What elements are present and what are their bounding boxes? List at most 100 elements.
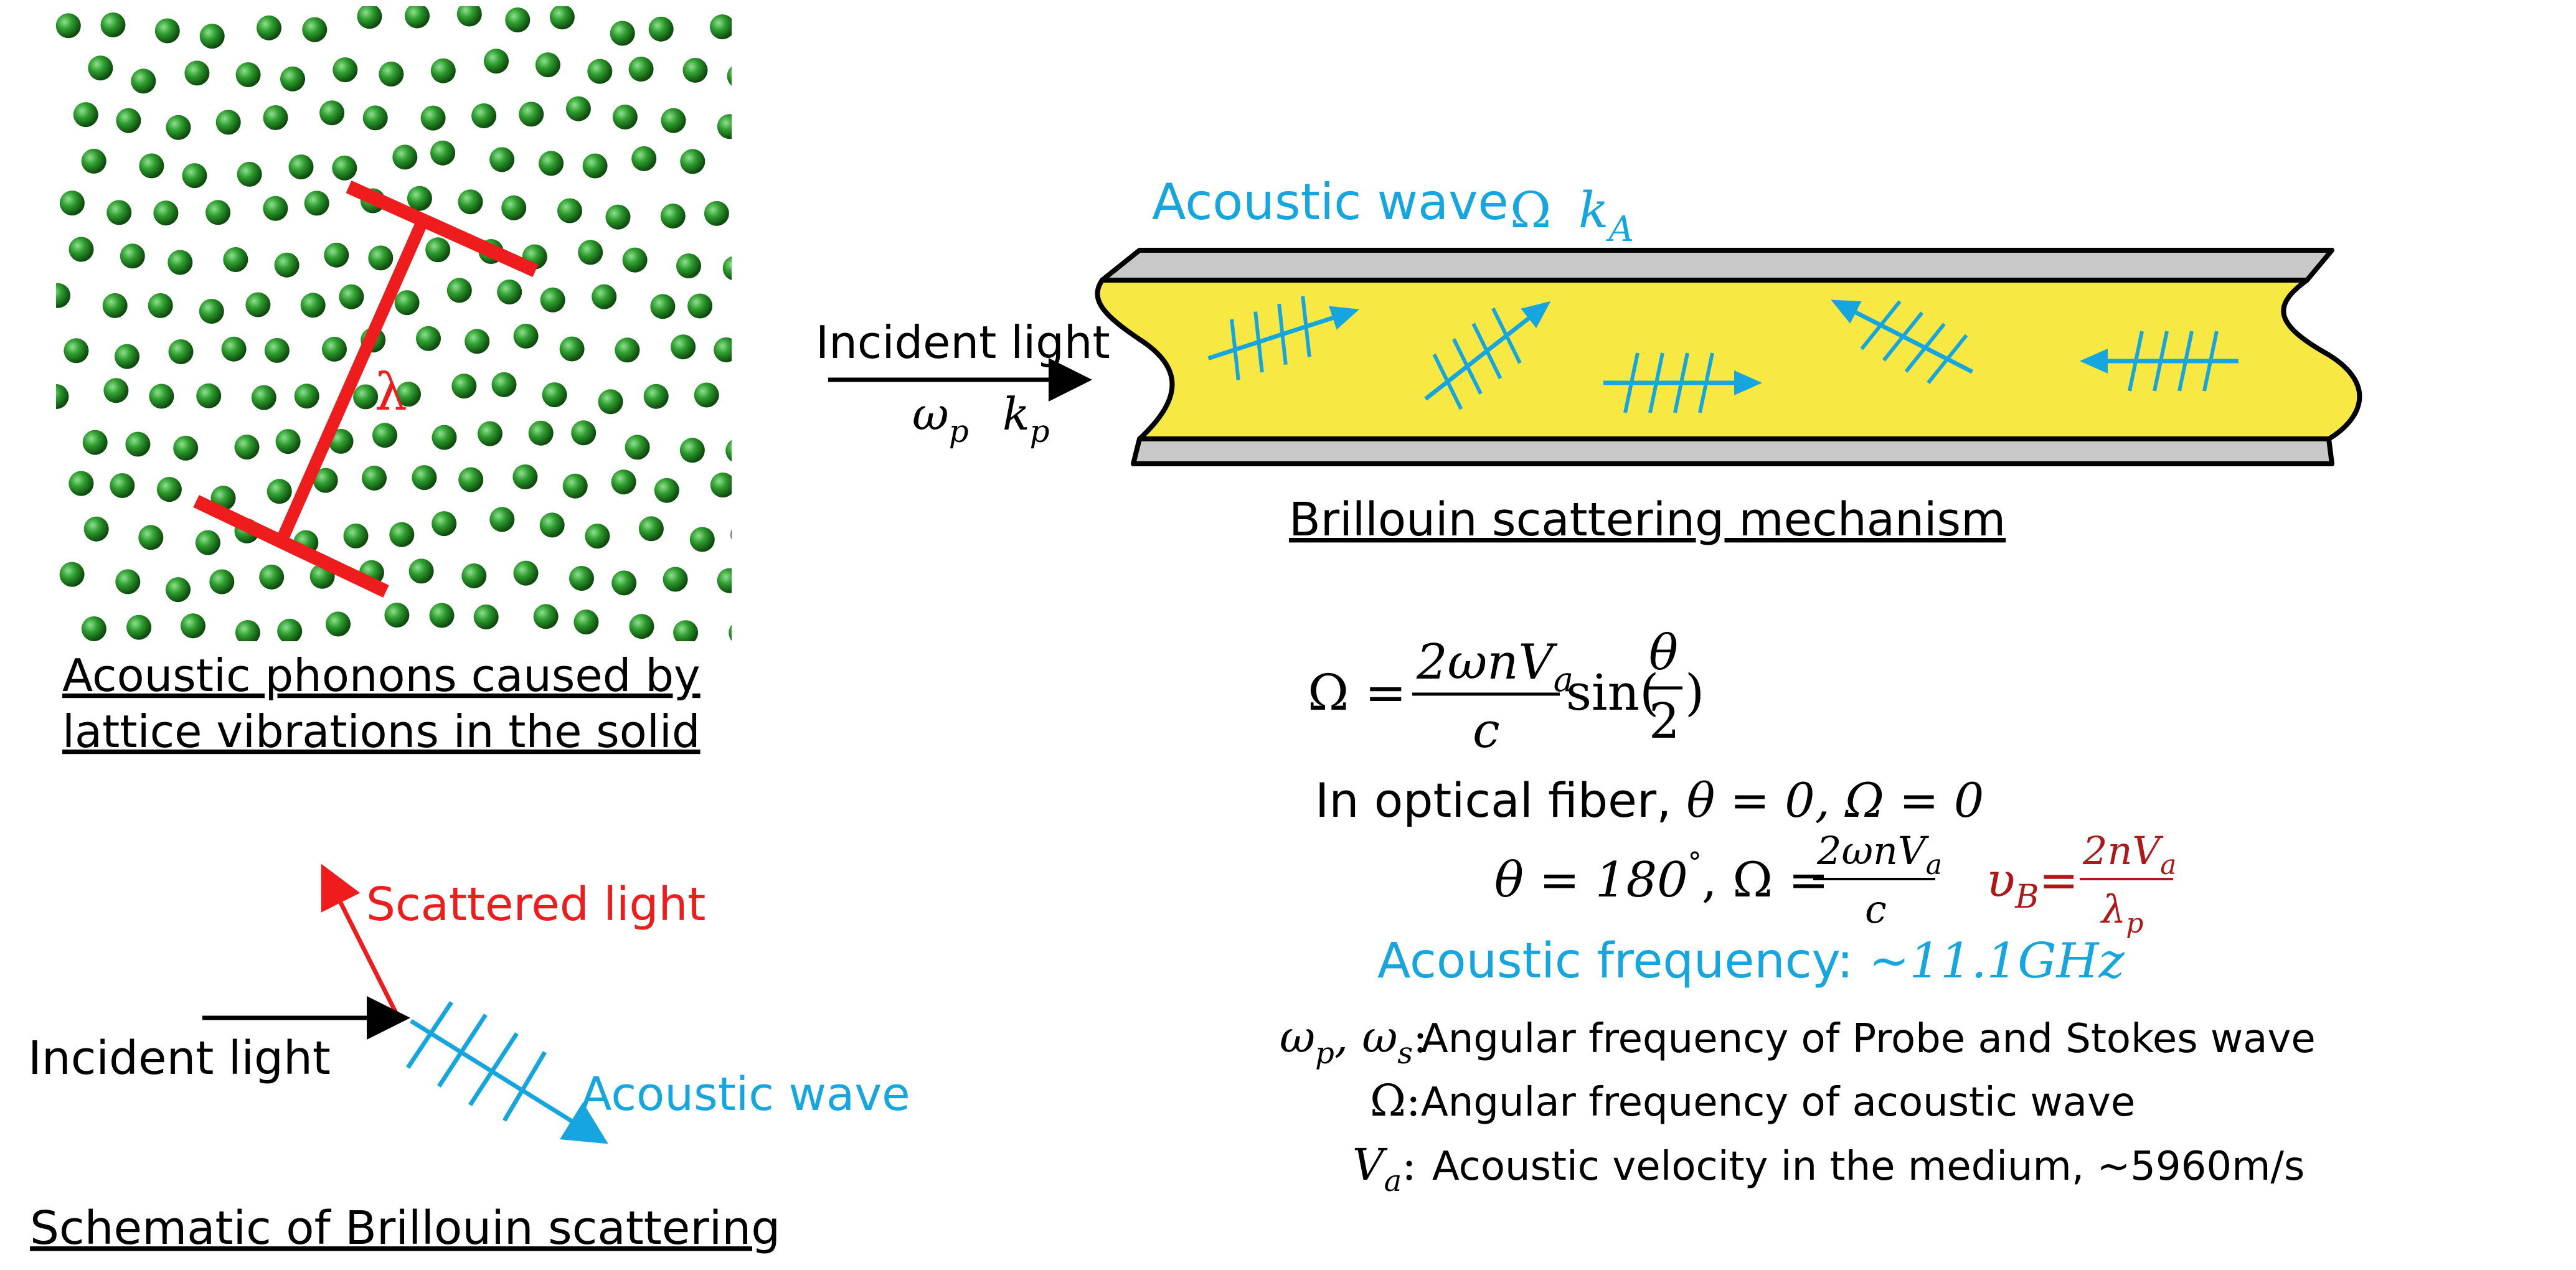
lattice-atom: [280, 66, 305, 92]
eq2-numerator: 2ωnVa: [1816, 828, 1942, 881]
lattice-atom: [332, 155, 357, 181]
wavefront-tick: [2177, 331, 2194, 392]
wavefront-tick: [1860, 300, 1902, 350]
lattice-atom: [149, 383, 174, 409]
lattice-atom: [456, 6, 482, 27]
lattice-atom: [736, 161, 761, 186]
lattice-atom: [752, 19, 777, 44]
lattice-atom: [605, 204, 631, 230]
lattice-atom: [562, 473, 588, 499]
lattice-atom: [264, 337, 290, 363]
lattice-atom: [615, 337, 640, 363]
lattice-atom: [497, 280, 522, 304]
arrow-head: [1521, 301, 1551, 329]
eq1-close: ): [1685, 664, 1704, 722]
lattice-atom: [694, 382, 719, 408]
fiber-wave-arrow: [1831, 299, 1974, 384]
lattice-atom: [461, 563, 487, 588]
lattice-atom: [535, 52, 560, 78]
lattice-atom: [103, 378, 129, 403]
lattice-atom: [115, 569, 141, 595]
lattice-atom: [592, 284, 617, 309]
schematic-acoustic-label: Acoustic wave: [580, 1068, 910, 1121]
lattice-atom: [199, 24, 225, 49]
eq1-theta: θ: [1649, 625, 1678, 681]
acoustic-frequency: Acoustic frequency: ~11.1GHz: [1377, 933, 2125, 989]
lattice-atom: [650, 294, 676, 319]
fiber-wave-arrow: [2080, 331, 2239, 392]
fiber-cladding-bottom: [1131, 436, 2334, 466]
lattice-atom: [167, 250, 193, 275]
definition-symbol: Va:: [1352, 1139, 1417, 1198]
wavefront-tick: [1673, 352, 1689, 413]
lattice-atom: [205, 200, 231, 225]
lattice-atom: [489, 147, 515, 172]
equation-theta-180: θ = 180°, Ω = 2ωnVa c: [1494, 828, 1942, 932]
lattice-atom: [489, 507, 515, 532]
lattice-atom: [727, 66, 732, 86]
lattice-atom: [687, 293, 713, 319]
scattered-light-label: Scattered light: [366, 878, 705, 931]
wavefront-top: [346, 180, 539, 278]
lattice-atom: [263, 105, 288, 130]
lattice-atom: [654, 477, 679, 503]
lattice-atom: [430, 140, 456, 166]
equation-omega: Ω = 2ωnVa c sin( θ 2 ): [1308, 625, 1704, 759]
lattice-atom: [234, 435, 260, 460]
arrow-shaft: [1207, 316, 1334, 360]
lattice-atom: [416, 326, 441, 351]
eq1-sin: sin(: [1566, 664, 1659, 722]
lattice-atom: [752, 207, 776, 232]
fiber-omega-symbol: Ω: [1510, 181, 1551, 239]
lattice-atom: [722, 256, 732, 280]
lattice-atom: [412, 465, 437, 491]
fiber-condition: In optical fiber, θ = 0, Ω = 0: [1315, 773, 1984, 828]
lattice-atom: [362, 466, 387, 491]
lattice-atom: [120, 243, 145, 269]
lattice-atom: [166, 115, 191, 140]
lattice-atom: [549, 6, 575, 30]
lattice-atom: [648, 16, 674, 42]
definition-text: Angular frequency of Probe and Stokes wa…: [1421, 1016, 2316, 1062]
lattice-atom: [425, 237, 451, 263]
lattice-atom: [125, 431, 151, 457]
arrow-head: [1831, 299, 1862, 324]
lattice-atom: [73, 102, 98, 128]
eq2-denominator: c: [1865, 887, 1887, 932]
lattice-atom: [689, 527, 715, 552]
lattice-atom: [379, 62, 404, 87]
lattice-atom: [611, 469, 636, 495]
lattice-atom: [153, 200, 179, 226]
vb-denominator: λp: [2100, 887, 2143, 939]
eq1-denominator: c: [1473, 703, 1500, 759]
fiber-panel: Acoustic wave Ω kA Incident light ωp kp …: [816, 173, 2362, 547]
lattice-atom: [710, 14, 732, 40]
wavefront-tick: [1451, 338, 1483, 395]
definition-symbol: Ω:: [1370, 1075, 1421, 1126]
eq2-lhs: θ = 180°, Ω =: [1494, 847, 1829, 908]
lattice-atom: [138, 525, 164, 550]
wavefront-bottom: [193, 495, 389, 598]
lattice-atom: [237, 161, 262, 187]
eq1-numerator: 2ωnVa: [1416, 634, 1573, 699]
lattice-atom: [513, 323, 539, 349]
lattice-atom: [126, 614, 152, 640]
wavefront-tick: [437, 1014, 488, 1088]
fiber-cladding-top: [1100, 248, 2334, 283]
lattice-atom: [313, 468, 338, 493]
equations-panel: Ω = 2ωnVa c sin( θ 2 ) In optical fiber,…: [1308, 625, 2176, 989]
definition-symbol: ωp, ωs:: [1280, 1012, 1428, 1071]
wavefront-tick: [1623, 352, 1639, 413]
lattice-atom: [429, 603, 455, 628]
lattice-atom: [68, 471, 94, 496]
lattice-atom: [181, 613, 205, 639]
lattice-atom: [430, 58, 456, 83]
lattice-atom: [115, 344, 139, 369]
lattice-atom: [302, 17, 328, 42]
fiber-omega-p: ωp: [912, 388, 969, 449]
lattice-atom: [491, 372, 517, 397]
lattice-caption-line2: lattice vibrations in the solid: [62, 705, 701, 758]
lattice-atom: [209, 569, 235, 595]
wavefront-tick: [1432, 353, 1463, 410]
